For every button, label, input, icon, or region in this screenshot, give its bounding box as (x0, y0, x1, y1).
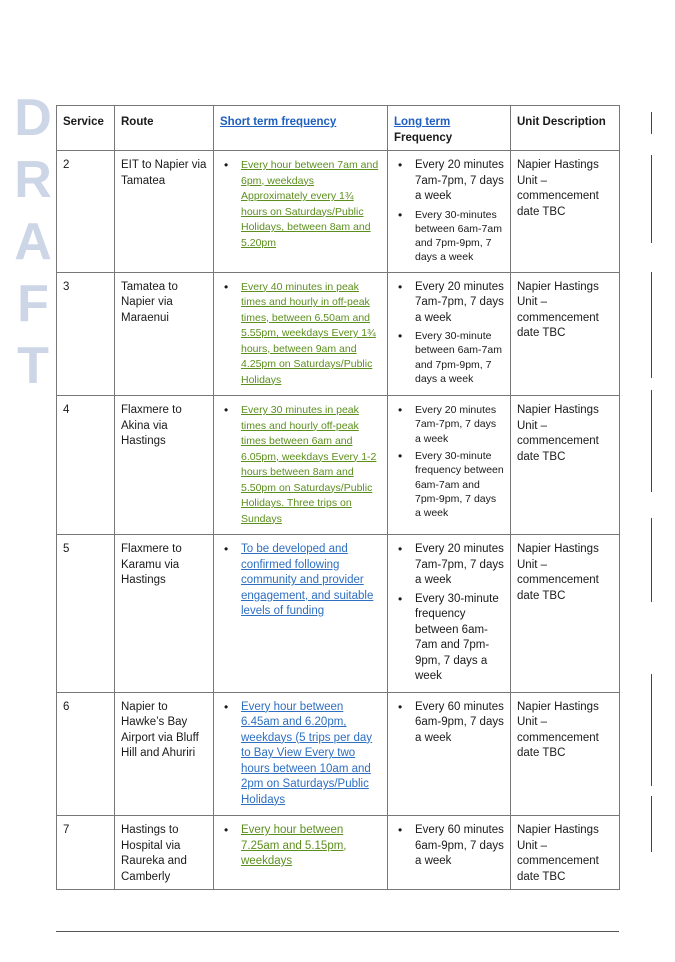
long-term-item: Every 30-minute frequency between 6am-7a… (394, 592, 504, 685)
unit-cell: Napier Hastings Unit – commencement date… (510, 691, 620, 817)
table-row: 4 Flaxmere to Akina via Hastings Every 3… (56, 395, 620, 536)
long-term-cell: Every 60 minutes 6am-9pm, 7 days a week (387, 691, 511, 817)
short-term-text[interactable]: Every hour between 7.25am and 5.15pm, we… (241, 824, 347, 868)
header-route: Route (114, 105, 214, 151)
table-row: 3 Tamatea to Napier via Maraenui Every 4… (56, 271, 620, 397)
margin-change-bar (651, 390, 652, 492)
long-term-cell: Every 20 minutes 7am-7pm, 7 days a weekE… (387, 534, 511, 693)
header-service: Service (56, 105, 115, 151)
route-cell: Flaxmere to Akina via Hastings (114, 395, 214, 536)
short-term-cell: Every 30 minutes in peak times and hourl… (213, 395, 388, 536)
table-row: 2 EIT to Napier via Tamatea Every hour b… (56, 150, 620, 273)
service-frequency-table: Service Route Short term frequency Long … (56, 105, 620, 891)
long-term-item: Every 60 minutes 6am-9pm, 7 days a week (394, 823, 504, 870)
route-cell: Napier to Hawke’s Bay Airport via Bluff … (114, 691, 214, 817)
service-number: 2 (56, 150, 115, 273)
table-row: 7 Hastings to Hospital via Raureka and C… (56, 815, 620, 891)
header-long-sub: Frequency (394, 131, 453, 144)
header-short-term: Short term frequency (213, 105, 388, 151)
service-number: 4 (56, 395, 115, 536)
long-term-cell: Every 20 minutes 7am-7pm, 7 days a weekE… (387, 271, 511, 397)
long-term-cell: Every 60 minutes 6am-9pm, 7 days a week (387, 815, 511, 891)
short-term-link[interactable]: Short term frequency (220, 116, 337, 128)
table-row: 6 Napier to Hawke’s Bay Airport via Bluf… (56, 691, 620, 817)
route-cell: EIT to Napier via Tamatea (114, 150, 214, 273)
watermark-letter: R (14, 151, 52, 209)
service-number: 6 (56, 691, 115, 817)
route-cell: Tamatea to Napier via Maraenui (114, 271, 214, 397)
unit-cell: Napier Hastings Unit – commencement date… (510, 271, 620, 397)
long-term-cell: Every 20 minutes 7am-7pm, 7 days a weekE… (387, 395, 511, 536)
short-term-text[interactable]: To be developed and confirmed following … (241, 543, 374, 618)
long-term-cell: Every 20 minutes 7am-7pm, 7 days a weekE… (387, 150, 511, 273)
draft-watermark: D R A F T (8, 92, 58, 402)
watermark-letter: F (17, 275, 49, 333)
unit-cell: Napier Hastings Unit – commencement date… (510, 395, 620, 536)
long-term-item: Every 20 minutes 7am-7pm, 7 days a week (394, 403, 504, 446)
margin-change-bar (651, 272, 652, 378)
short-term-cell: To be developed and confirmed following … (213, 534, 388, 693)
route-cell: Hastings to Hospital via Raureka and Cam… (114, 815, 214, 891)
table-row: 5 Flaxmere to Karamu via Hastings To be … (56, 534, 620, 693)
short-term-cell: Every 40 minutes in peak times and hourl… (213, 271, 388, 397)
long-term-link[interactable]: Long term (394, 116, 451, 128)
short-term-text[interactable]: Every hour between 7am and 6pm, weekdays… (241, 159, 379, 249)
long-term-item: Every 60 minutes 6am-9pm, 7 days a week (394, 700, 504, 747)
long-term-item: Every 30-minute frequency between 6am-7a… (394, 449, 504, 520)
short-term-text[interactable]: Every hour between 6.45am and 6.20pm, we… (241, 700, 373, 806)
unit-cell: Napier Hastings Unit – commencement date… (510, 815, 620, 891)
margin-change-bar (651, 674, 652, 786)
route-cell: Flaxmere to Karamu via Hastings (114, 534, 214, 693)
margin-change-bar (651, 518, 652, 602)
watermark-letter: A (14, 213, 52, 271)
long-term-item: Every 30-minute between 6am-7am and 7pm-… (394, 329, 504, 386)
service-number: 7 (56, 815, 115, 891)
long-term-item: Every 20 minutes 7am-7pm, 7 days a week (394, 280, 504, 327)
unit-cell: Napier Hastings Unit – commencement date… (510, 150, 620, 273)
long-term-item: Every 30-minutes between 6am-7am and 7pm… (394, 208, 504, 265)
short-term-cell: Every hour between 7am and 6pm, weekdays… (213, 150, 388, 273)
short-term-text[interactable]: Every 30 minutes in peak times and hourl… (241, 404, 377, 525)
watermark-letter: T (17, 337, 49, 395)
margin-change-bar (651, 155, 652, 243)
service-number: 3 (56, 271, 115, 397)
short-term-text[interactable]: Every 40 minutes in peak times and hourl… (241, 280, 376, 386)
table-header-row: Service Route Short term frequency Long … (56, 105, 620, 151)
header-unit: Unit Description (510, 105, 620, 151)
long-term-item: Every 20 minutes 7am-7pm, 7 days a week (394, 158, 504, 205)
short-term-cell: Every hour between 6.45am and 6.20pm, we… (213, 691, 388, 817)
short-term-cell: Every hour between 7.25am and 5.15pm, we… (213, 815, 388, 891)
margin-change-bar (651, 112, 652, 134)
service-number: 5 (56, 534, 115, 693)
margin-change-bar (651, 796, 652, 852)
long-term-item: Every 20 minutes 7am-7pm, 7 days a week (394, 542, 504, 589)
footer-rule (56, 931, 619, 932)
watermark-letter: D (14, 89, 52, 147)
unit-cell: Napier Hastings Unit – commencement date… (510, 534, 620, 693)
